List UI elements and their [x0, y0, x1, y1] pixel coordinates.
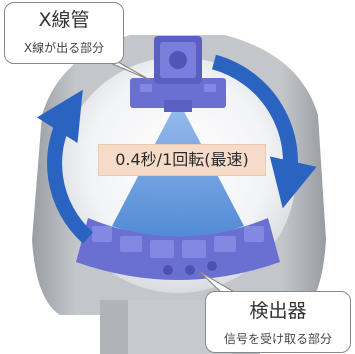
- rotation-arrow-left: [36, 89, 94, 244]
- xray-tube-callout: X線管 X線が出る部分: [4, 2, 124, 64]
- detector-callout: 検出器 信号を受け取る部分: [205, 291, 351, 353]
- xray-tube: [130, 36, 226, 112]
- detector-array: [76, 218, 280, 280]
- xray-tube-description: X線が出る部分: [23, 41, 105, 55]
- rotation-speed-label: 0.4秒/1回転(最速): [98, 144, 266, 176]
- detector-title: 検出器: [249, 300, 307, 322]
- detector-description: 信号を受け取る部分: [223, 332, 332, 346]
- rotation-arrow-right: [211, 54, 317, 209]
- xray-tube-title: X線管: [38, 9, 90, 31]
